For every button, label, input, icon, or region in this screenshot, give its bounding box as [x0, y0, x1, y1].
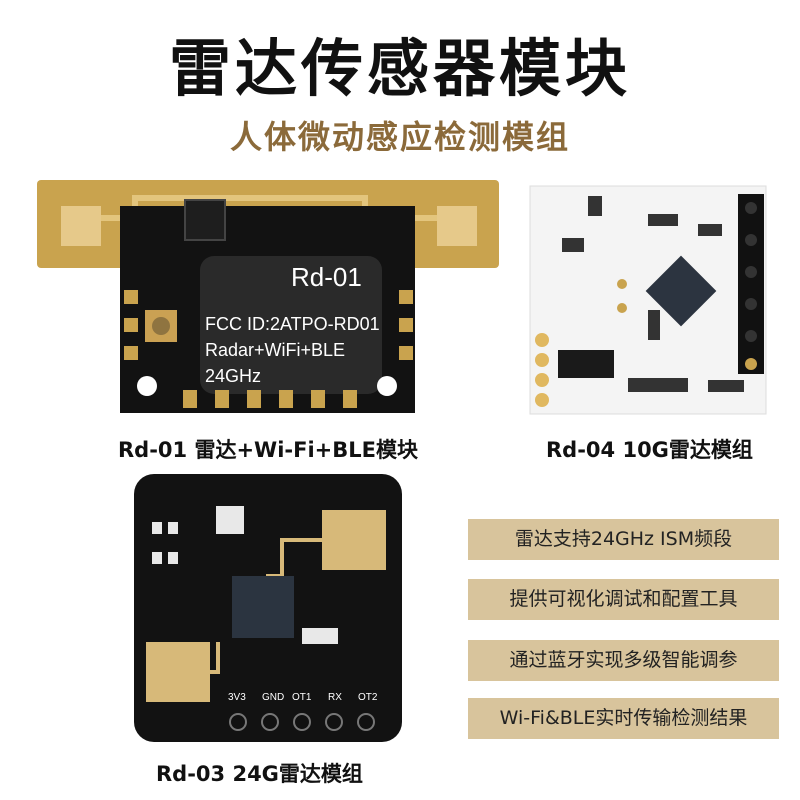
rd01-caption: Rd-01 雷达+Wi-Fi+BLE模块: [118, 438, 418, 462]
feature-item: 通过蓝牙实现多级智能调参: [468, 640, 779, 681]
rd03-pin-label-3v3: 3V3: [228, 692, 246, 703]
rd01-board-line-2: Radar+WiFi+BLE: [205, 340, 345, 360]
rd01-board-line-1: FCC ID:2ATPO-RD01: [205, 314, 380, 334]
rd03-pin-label-ot1: OT1: [292, 692, 312, 703]
rd01-label: [200, 256, 382, 394]
rd03-caption: Rd-03 24G雷达模组: [156, 762, 363, 786]
page-subtitle: 人体微动感应检测模组: [229, 118, 570, 156]
rd04-board-image: [529, 185, 767, 415]
rd01-board-image: Rd-01 FCC ID:2ATPO-RD01 Radar+WiFi+BLE 2…: [37, 180, 499, 413]
rd03-pin-label-ot2: OT2: [358, 692, 378, 703]
feature-item: 提供可视化调试和配置工具: [468, 579, 779, 620]
rd03-chip: [232, 576, 294, 638]
rd03-pin-label-rx: RX: [328, 692, 342, 703]
rd01-chip: [184, 199, 226, 241]
feature-item: Wi-Fi&BLE实时传输检测结果: [468, 698, 779, 739]
rd03-pin-label-gnd: GND: [262, 692, 284, 703]
rd04-pin-header: [738, 194, 764, 374]
rd01-board-line-3: 24GHz: [205, 366, 261, 386]
rd04-caption: Rd-04 10G雷达模组: [546, 438, 753, 462]
rd03-board-image: 3V3 GND OT1 RX OT2: [134, 474, 402, 742]
rd01-board-name: Rd-01: [291, 262, 362, 292]
feature-item: 雷达支持24GHz ISM频段: [468, 519, 779, 560]
page-title: 雷达传感器模块: [168, 32, 631, 105]
